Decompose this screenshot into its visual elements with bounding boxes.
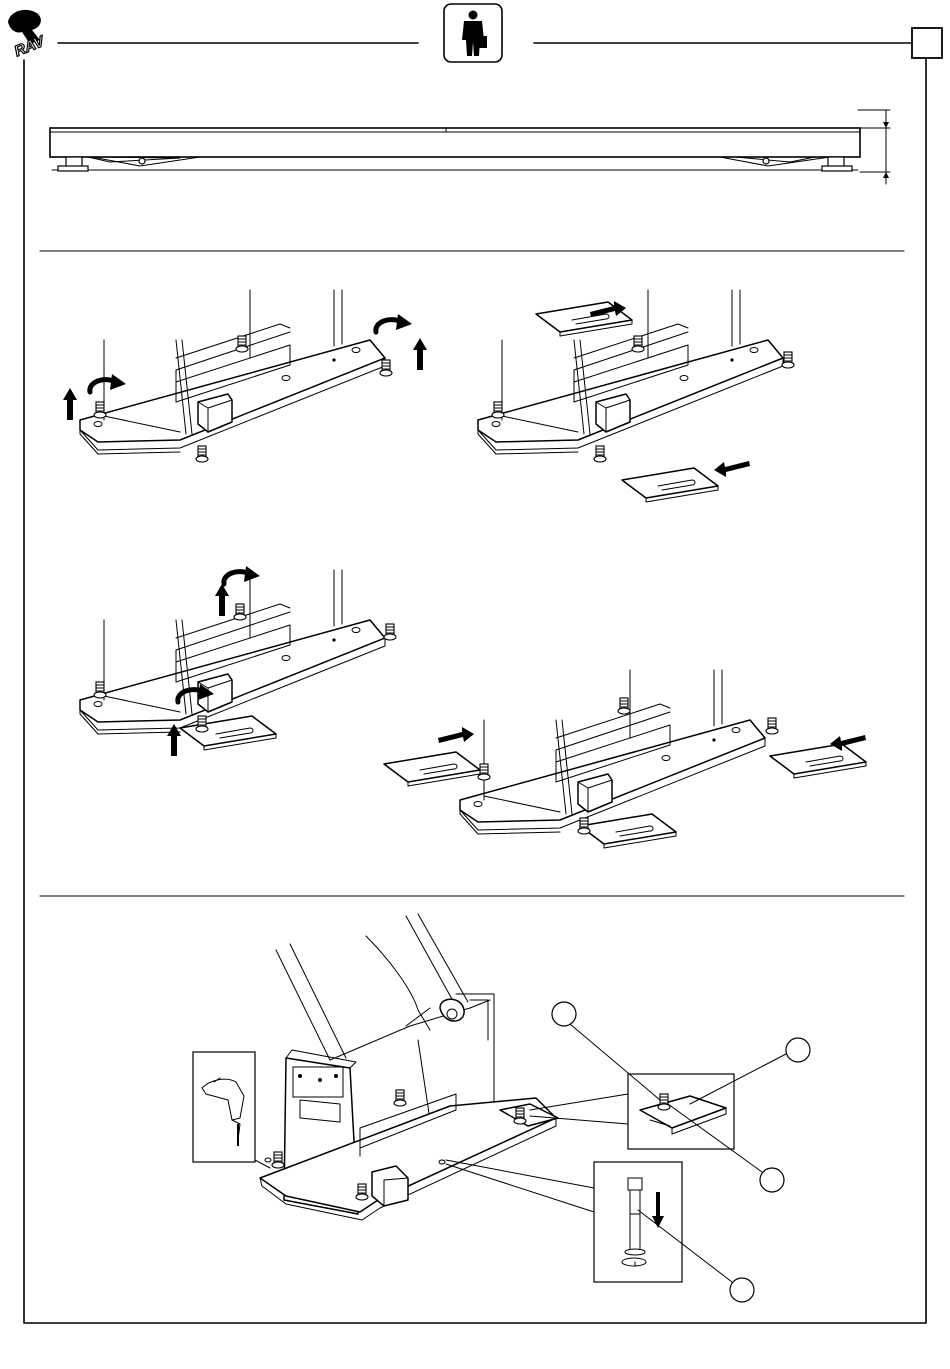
step-insert-rear-shims bbox=[384, 670, 866, 848]
logo-wordmark: RAV bbox=[12, 32, 49, 60]
callout-marker bbox=[690, 1038, 810, 1104]
page-number-box bbox=[912, 28, 942, 58]
shim-detail bbox=[530, 1074, 734, 1149]
step-insert-shims bbox=[478, 290, 794, 502]
brand-logo: RAV bbox=[8, 10, 49, 60]
lift-side-view bbox=[50, 110, 890, 184]
step-loosen-bolts bbox=[63, 290, 427, 462]
anchor-bolt-detail bbox=[446, 1160, 682, 1282]
operator-with-toolbox-icon bbox=[444, 4, 502, 62]
step-tighten-bolts bbox=[80, 566, 396, 756]
drill-icon bbox=[193, 1052, 270, 1168]
anchoring-detail bbox=[193, 914, 810, 1302]
